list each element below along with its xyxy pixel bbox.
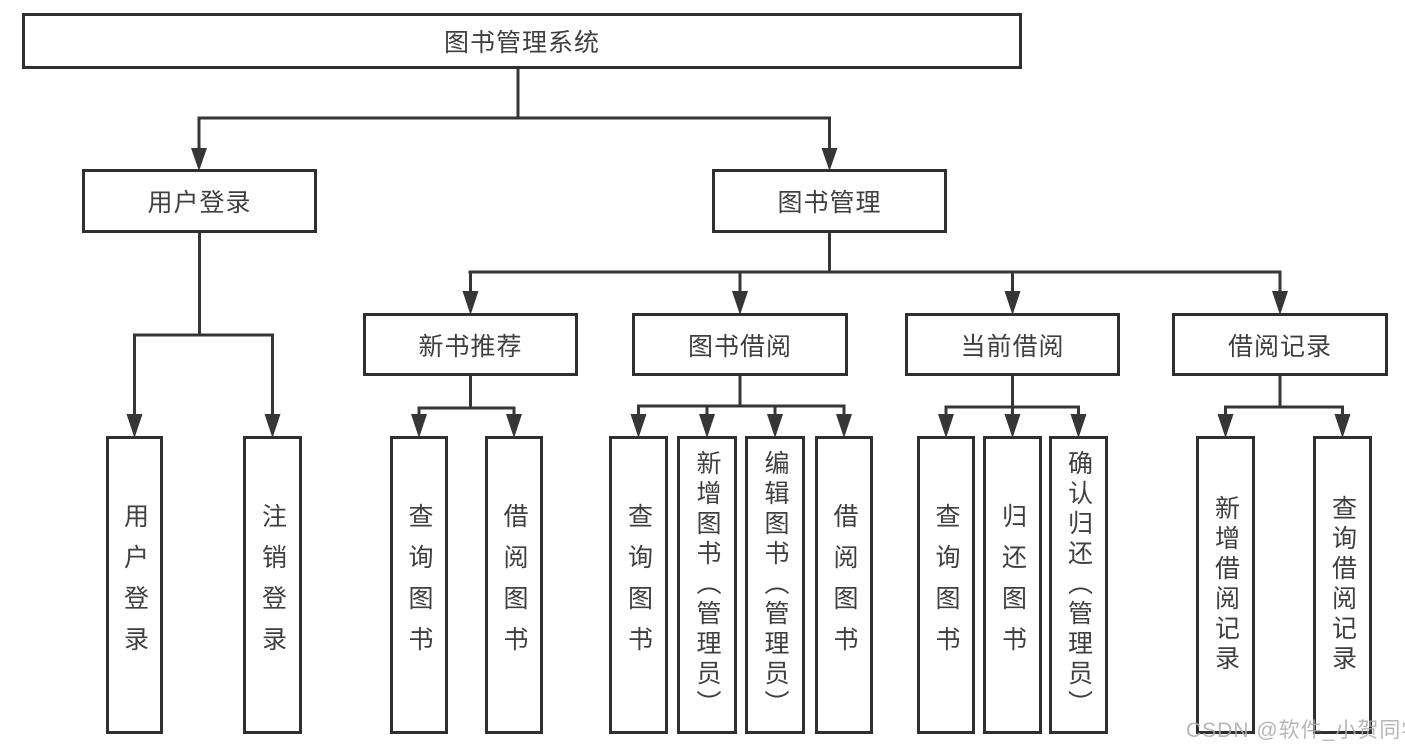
connector-user-login-children	[126, 233, 281, 438]
leaf-label: 注销登录	[258, 503, 287, 667]
leaf-label: 借阅图书	[830, 503, 858, 667]
node-book-borrow: 图书借阅	[632, 313, 848, 376]
leaf-br-add-record: 新增借阅记录	[1196, 436, 1255, 734]
leaf-rec-query-book: 查询图书	[390, 436, 448, 734]
connector-new-book-rec-children	[411, 376, 522, 438]
leaf-label: 查询借阅记录	[1328, 495, 1357, 675]
leaf-user-login: 用户登录	[106, 436, 163, 734]
leaf-bb-add-book-admin: 新增图书（管理员）	[677, 436, 737, 734]
connector-borrow-records-children	[1217, 376, 1351, 438]
leaf-br-query-record: 查询借阅记录	[1313, 436, 1372, 734]
leaf-cb-confirm-return-admin: 确认归还（管理员）	[1049, 436, 1108, 734]
node-root: 图书管理系统	[22, 13, 1022, 69]
leaf-label: 查询图书	[624, 503, 653, 667]
leaf-rec-borrow-book: 借阅图书	[485, 436, 543, 734]
leaf-label: 查询图书	[405, 503, 433, 667]
leaf-label: 新增图书（管理员）	[693, 450, 721, 720]
connector-current-borrow-children	[938, 376, 1087, 438]
node-user-login: 用户登录	[82, 169, 317, 233]
connector-root-to-level2	[191, 69, 838, 171]
leaf-label: 用户登录	[120, 503, 149, 667]
leaf-bb-query-book: 查询图书	[609, 436, 668, 734]
connector-book-borrow-children	[630, 376, 852, 438]
leaf-label: 确认归还（管理员）	[1064, 450, 1093, 720]
watermark: CSDN @软件_小贺同学	[1186, 719, 1405, 742]
leaf-bb-edit-book-admin: 编辑图书（管理员）	[745, 436, 805, 734]
leaf-cb-query-book: 查询图书	[917, 436, 975, 734]
leaf-cb-return-book: 归还图书	[983, 436, 1042, 734]
leaf-label: 编辑图书（管理员）	[761, 450, 789, 720]
node-borrow-records: 借阅记录	[1172, 313, 1388, 376]
connector-book-mgmt-sections	[462, 233, 1288, 315]
node-new-book-rec: 新书推荐	[363, 313, 578, 376]
leaf-bb-borrow-book: 借阅图书	[815, 436, 873, 734]
leaf-label: 借阅图书	[500, 503, 528, 667]
node-current-borrow: 当前借阅	[905, 313, 1120, 376]
leaf-label: 查询图书	[932, 503, 960, 667]
leaf-logout: 注销登录	[243, 436, 302, 734]
leaf-label: 归还图书	[998, 503, 1027, 667]
leaf-label: 新增借阅记录	[1211, 495, 1240, 675]
node-book-mgmt: 图书管理	[712, 169, 947, 233]
